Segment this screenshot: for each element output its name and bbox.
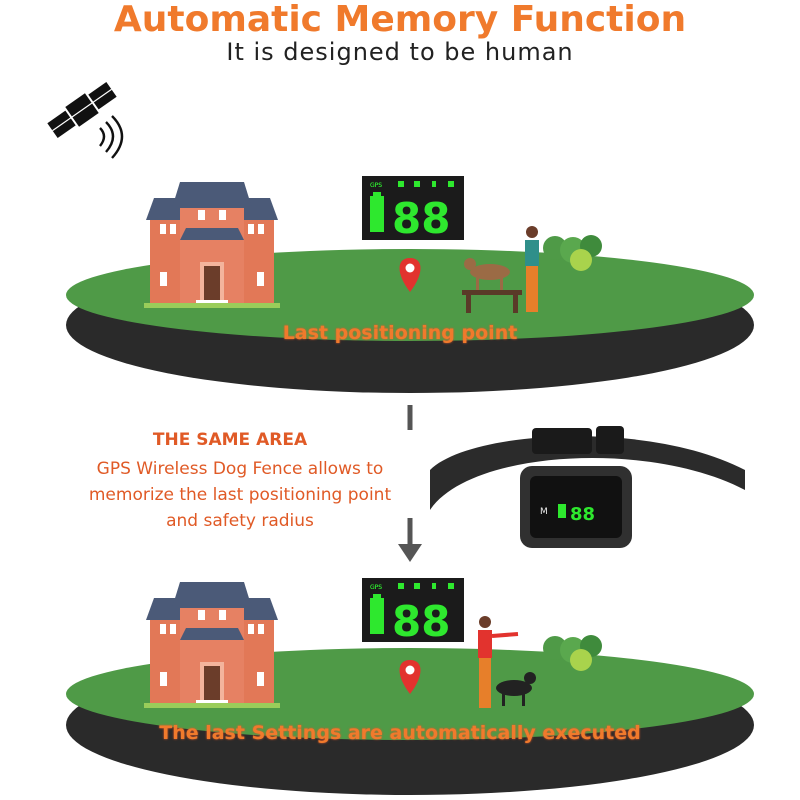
middle-heading: THE SAME AREA [152, 430, 308, 450]
bottom-lcd-value: 88 [392, 597, 450, 646]
top-caption: Last positioning point [282, 322, 518, 344]
top-person [525, 226, 539, 312]
middle-line-2: memorize the last positioning point [88, 485, 392, 505]
top-house [144, 182, 280, 308]
middle-description: GPS Wireless Dog Fence allows to memoriz… [55, 456, 425, 534]
bottom-dog [496, 672, 536, 706]
bottom-house [144, 582, 280, 708]
bottom-person [478, 616, 519, 708]
bottom-lcd-label: GPS [370, 584, 382, 591]
collar [430, 426, 745, 548]
top-lcd-value: 88 [392, 194, 450, 243]
bottom-caption: The last Settings are automatically exec… [159, 722, 641, 744]
collar-mode-label: M [540, 507, 548, 517]
page-title: Automatic Memory Function [113, 0, 687, 40]
middle-line-1: GPS Wireless Dog Fence allows to [96, 459, 384, 479]
flow-arrow [398, 405, 422, 562]
signal-wave-icon [99, 127, 106, 147]
collar-display-value: 88 [570, 504, 595, 525]
page-subtitle: It is designed to be human [226, 38, 574, 66]
top-lcd-label: GPS [370, 182, 382, 189]
satellite-icon [47, 81, 117, 139]
top-dog-agility [462, 258, 522, 313]
middle-line-3: and safety radius [166, 511, 314, 531]
